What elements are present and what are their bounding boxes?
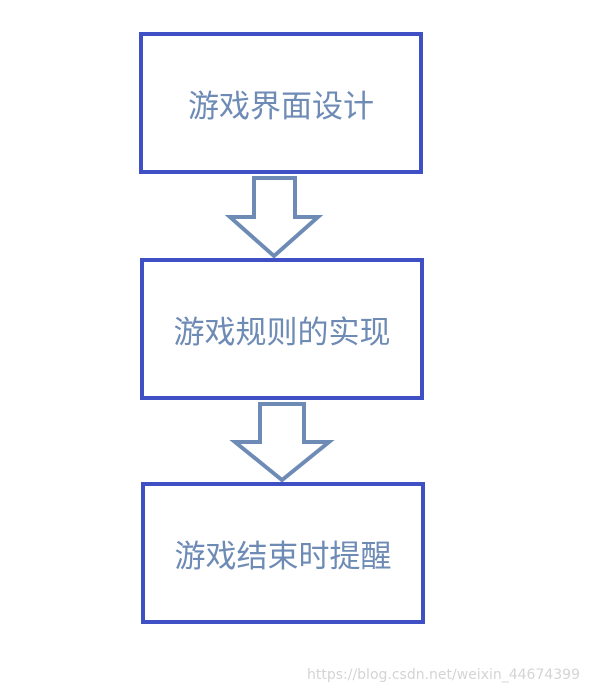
watermark-url: https://blog.csdn.net/weixin_44674399 bbox=[306, 667, 580, 683]
flow-step-ui-design: 游戏界面设计 bbox=[139, 32, 423, 174]
flow-step-label: 游戏界面设计 bbox=[188, 88, 374, 125]
flow-step-label: 游戏规则的实现 bbox=[173, 314, 391, 351]
down-arrow-icon bbox=[224, 176, 324, 259]
flow-step-game-end-alert: 游戏结束时提醒 bbox=[141, 482, 425, 624]
down-arrow-icon bbox=[229, 402, 335, 483]
flow-step-label: 游戏结束时提醒 bbox=[174, 538, 392, 575]
flow-step-rules-impl: 游戏规则的实现 bbox=[140, 258, 424, 400]
